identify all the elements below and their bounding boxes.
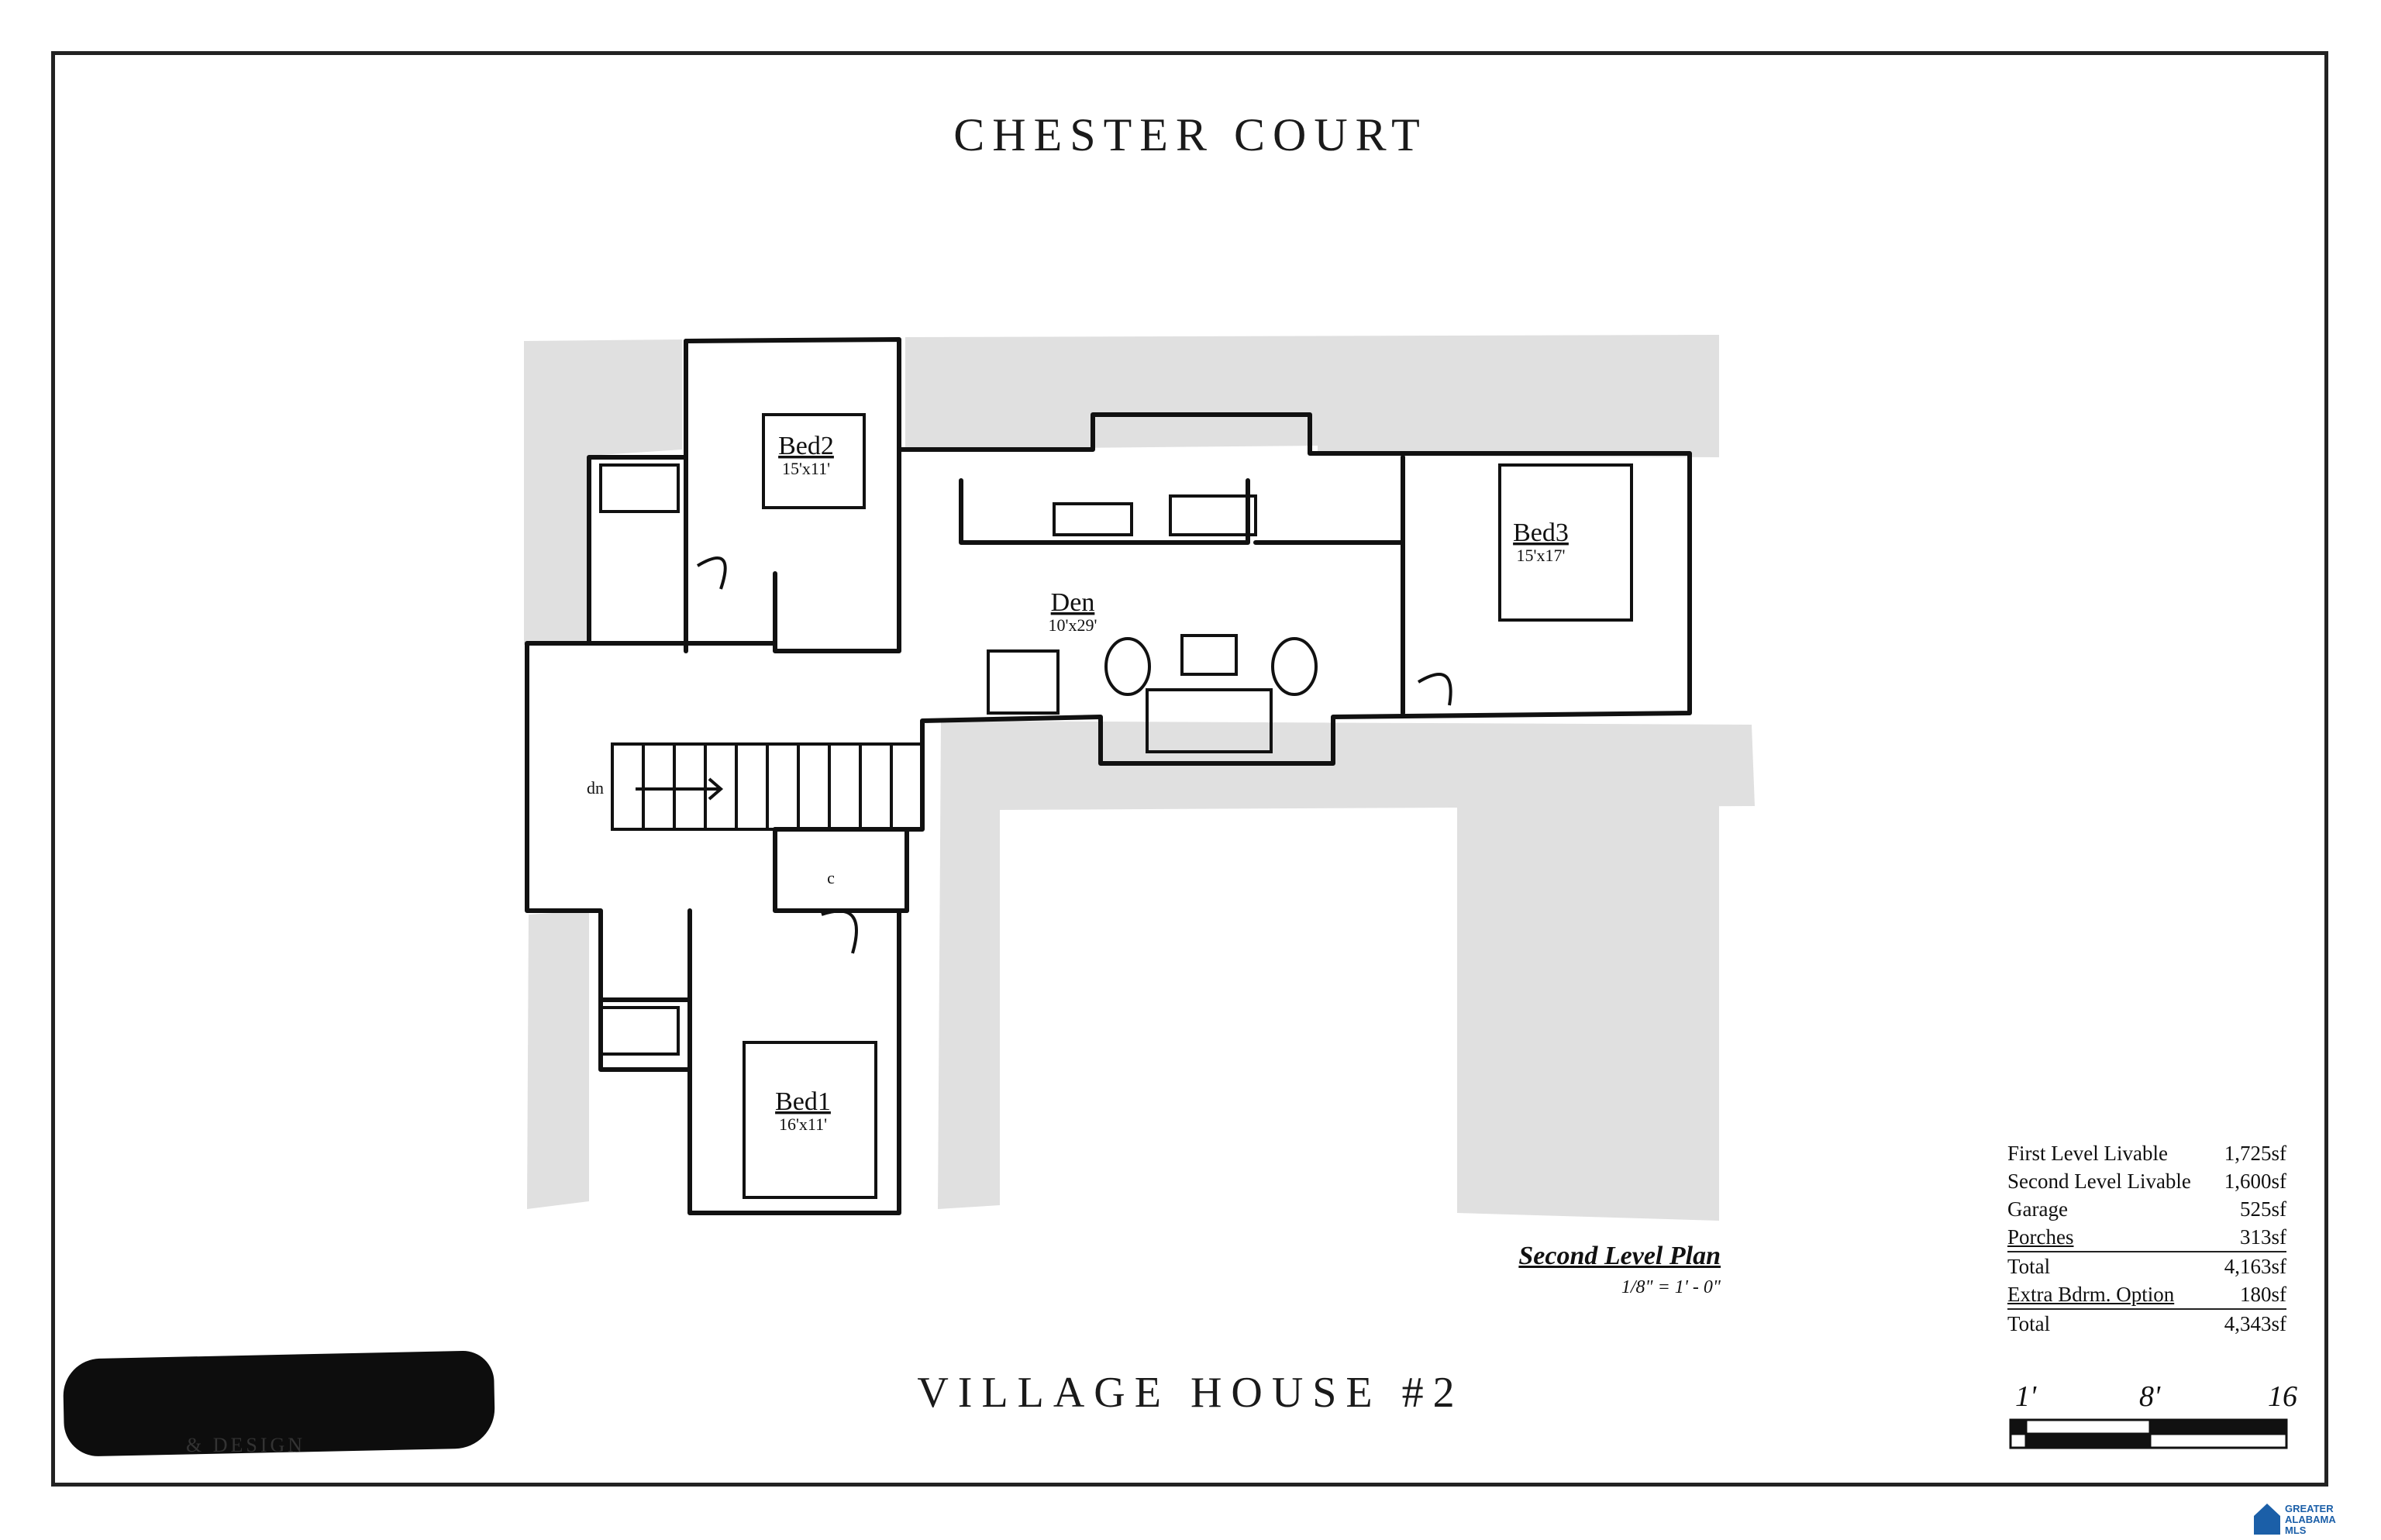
room-dims-bed1: 16'x11' <box>779 1115 827 1134</box>
chair-den-left <box>1104 637 1151 696</box>
mls-badge: GREATER ALABAMA MLS <box>2254 1502 2370 1538</box>
room-name-bed1: Bed1 <box>775 1087 831 1116</box>
scale-label: 8' <box>2139 1380 2161 1413</box>
interior-wall <box>959 478 1250 545</box>
interior-wall <box>773 827 909 913</box>
vanity-bath-top <box>1053 502 1133 536</box>
house-title: VILLAGE HOUSE #2 <box>917 1369 1464 1417</box>
scale-label: 1' <box>2015 1380 2037 1413</box>
plan-scale: 1/8" = 1' - 0" <box>1621 1277 1721 1297</box>
bed-bed1 <box>743 1041 877 1199</box>
bath-left-top <box>599 463 680 513</box>
scale-label: 16 <box>2268 1380 2297 1413</box>
interior-wall <box>1253 455 1405 545</box>
drawing-border <box>51 51 2328 1487</box>
door-swing <box>1417 673 1452 706</box>
roof-area-right-wing <box>1457 806 1719 1221</box>
bed-bed3 <box>1498 463 1633 622</box>
tub-bath-top <box>1169 494 1257 536</box>
room-dims-bed3: 15'x17' <box>1517 546 1566 565</box>
mls-badge-text: GREATER ALABAMA MLS <box>2285 1503 2336 1536</box>
stairs <box>611 742 924 831</box>
roof-area-middle <box>938 721 1755 1209</box>
closet-label: c <box>827 868 835 887</box>
room-dims-den: 10'x29' <box>1049 615 1097 635</box>
table-den <box>1180 634 1238 676</box>
roof-area-left-top <box>524 339 682 645</box>
chair-den-right <box>1271 637 1318 696</box>
bed-bed2 <box>762 413 866 509</box>
door-swing <box>696 556 727 590</box>
house-icon <box>2254 1504 2280 1535</box>
room-dims-bed2: 15'x11' <box>782 459 830 478</box>
plan-title: Second Level Plan <box>1518 1242 1721 1270</box>
logo-subtitle: & DESIGN <box>186 1434 306 1456</box>
roof-area-right-top <box>905 335 1719 457</box>
bath-left-bottom <box>599 1006 680 1056</box>
scale-bar <box>2009 1418 2288 1449</box>
roof-area-left-bottom <box>527 911 589 1209</box>
sofa-den <box>1146 688 1273 753</box>
room-name-den: Den <box>1051 588 1095 617</box>
room-name-bed2: Bed2 <box>778 432 834 460</box>
scale-bar-labels: 1' 8' 16 <box>2007 1380 2302 1413</box>
interior-wall <box>773 447 901 653</box>
chair-den <box>987 649 1060 715</box>
stairs-label: dn <box>587 778 604 798</box>
room-name-bed3: Bed3 <box>1513 519 1569 547</box>
project-title: CHESTER COURT <box>953 109 1428 160</box>
door-swing <box>821 909 858 954</box>
